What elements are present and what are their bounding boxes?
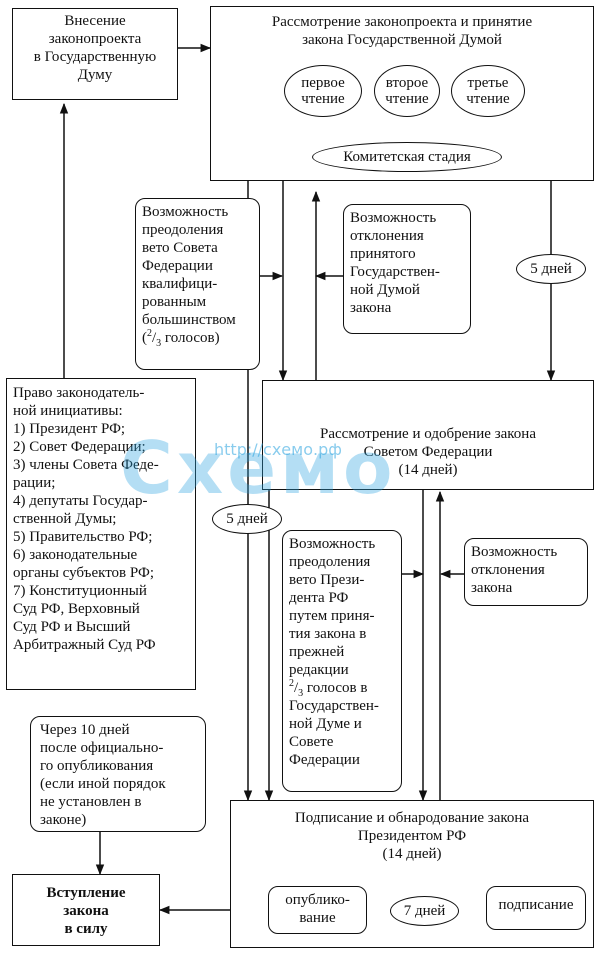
- pres-fraction-num: 2: [289, 678, 294, 689]
- pres-veto-suffix: голосов в Государствен- ной Думе и Совет…: [289, 680, 379, 768]
- president-signing-title: Подписание и обнародование закона Презид…: [294, 810, 530, 862]
- fed-veto-override-text: Возможность преодоления вето Совета Феде…: [142, 204, 236, 328]
- fed-fraction-den: 3: [156, 338, 162, 349]
- duma-rejection-box: Возможность отклонения принятого Государ…: [343, 204, 471, 334]
- reading-3-oval: третье чтение: [451, 65, 525, 117]
- submission-box: Внесение законопроекта в Государственную…: [12, 8, 178, 100]
- seven-days-oval: 7 дней: [390, 896, 459, 926]
- pres-fraction-den: 3: [298, 688, 304, 699]
- five-days-oval-b: 5 дней: [212, 504, 282, 534]
- publication-box: опублико- вание: [268, 886, 367, 934]
- committee-stage-oval: Комитетская стадия: [312, 142, 502, 172]
- fed-fraction-num: 2: [147, 328, 152, 339]
- fed-veto-suffix: голосов): [161, 330, 220, 346]
- five-days-oval-a: 5 дней: [516, 254, 586, 284]
- law-rejection-box: Возможность отклонения закона: [464, 538, 588, 606]
- reading-2-oval: второе чтение: [374, 65, 440, 117]
- duma-review-title: Рассмотрение законопроекта и принятие за…: [271, 14, 533, 48]
- pres-veto-override-votes: 2/3 голосов в Государствен- ной Думе и С…: [289, 678, 379, 769]
- reading-1-oval: первое чтение: [284, 65, 362, 117]
- pres-veto-override-box: Возможность преодоления вето Прези- дент…: [282, 530, 402, 792]
- fed-veto-override-votes: (2/3 голосов): [142, 328, 220, 349]
- watermark-logo: Схемо: [120, 426, 397, 510]
- initiative-rights-box: Право законодатель- ной инициативы: 1) П…: [6, 378, 196, 690]
- signing-box: подписание: [486, 886, 586, 930]
- entry-in-force-note-box: Через 10 дней после официально- го опубл…: [30, 716, 206, 832]
- fed-veto-override-box: Возможность преодоления вето Совета Феде…: [135, 198, 260, 370]
- entry-into-force-box: Вступление закона в силу: [12, 874, 160, 946]
- watermark-url: http://схемо.рф: [214, 440, 342, 459]
- pres-veto-override-text: Возможность преодоления вето Прези- дент…: [289, 536, 376, 678]
- fed-council-review-box: Рассмотрение и одобрение закона Советом …: [262, 380, 594, 490]
